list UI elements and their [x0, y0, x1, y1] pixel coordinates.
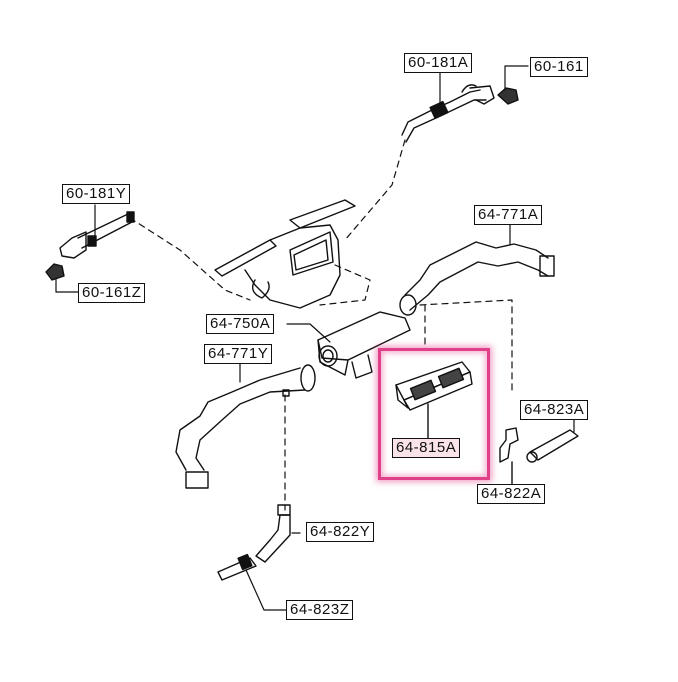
heater-unit-drawing	[214, 199, 356, 309]
label-64-771A[interactable]: 64-771A	[474, 205, 543, 225]
label-60-161[interactable]: 60-161	[530, 57, 588, 77]
leader-lines	[55, 65, 575, 611]
part-60-181Y-drawing	[59, 211, 135, 259]
part-64-823A-drawing	[526, 429, 579, 463]
label-64-822Y[interactable]: 64-822Y	[306, 522, 375, 542]
part-64-750A-drawing	[317, 311, 411, 379]
part-64-822Y-drawing	[255, 504, 291, 563]
part-64-771A-drawing	[399, 241, 555, 316]
assembly-dashed-lines	[129, 139, 513, 511]
highlight-frame-64-815A	[378, 348, 490, 480]
label-60-181A[interactable]: 60-181A	[404, 53, 473, 73]
part-64-771Y-drawing	[175, 364, 316, 489]
part-64-823Z-drawing	[217, 553, 257, 581]
part-60-161Z-drawing	[45, 263, 65, 281]
label-64-750A[interactable]: 64-750A	[206, 314, 275, 334]
part-60-181A-drawing	[401, 84, 495, 143]
label-64-823Z[interactable]: 64-823Z	[286, 600, 354, 620]
part-60-161-drawing	[497, 87, 519, 105]
part-64-822A-drawing	[499, 427, 519, 486]
label-64-815A[interactable]: 64-815A	[392, 438, 461, 458]
label-64-823A[interactable]: 64-823A	[520, 400, 589, 420]
label-60-161Z[interactable]: 60-161Z	[78, 283, 146, 303]
label-60-181Y[interactable]: 60-181Y	[62, 184, 131, 204]
label-64-771Y[interactable]: 64-771Y	[204, 344, 273, 364]
part-64-815A-drawing	[395, 361, 473, 439]
label-64-822A[interactable]: 64-822A	[477, 484, 546, 504]
